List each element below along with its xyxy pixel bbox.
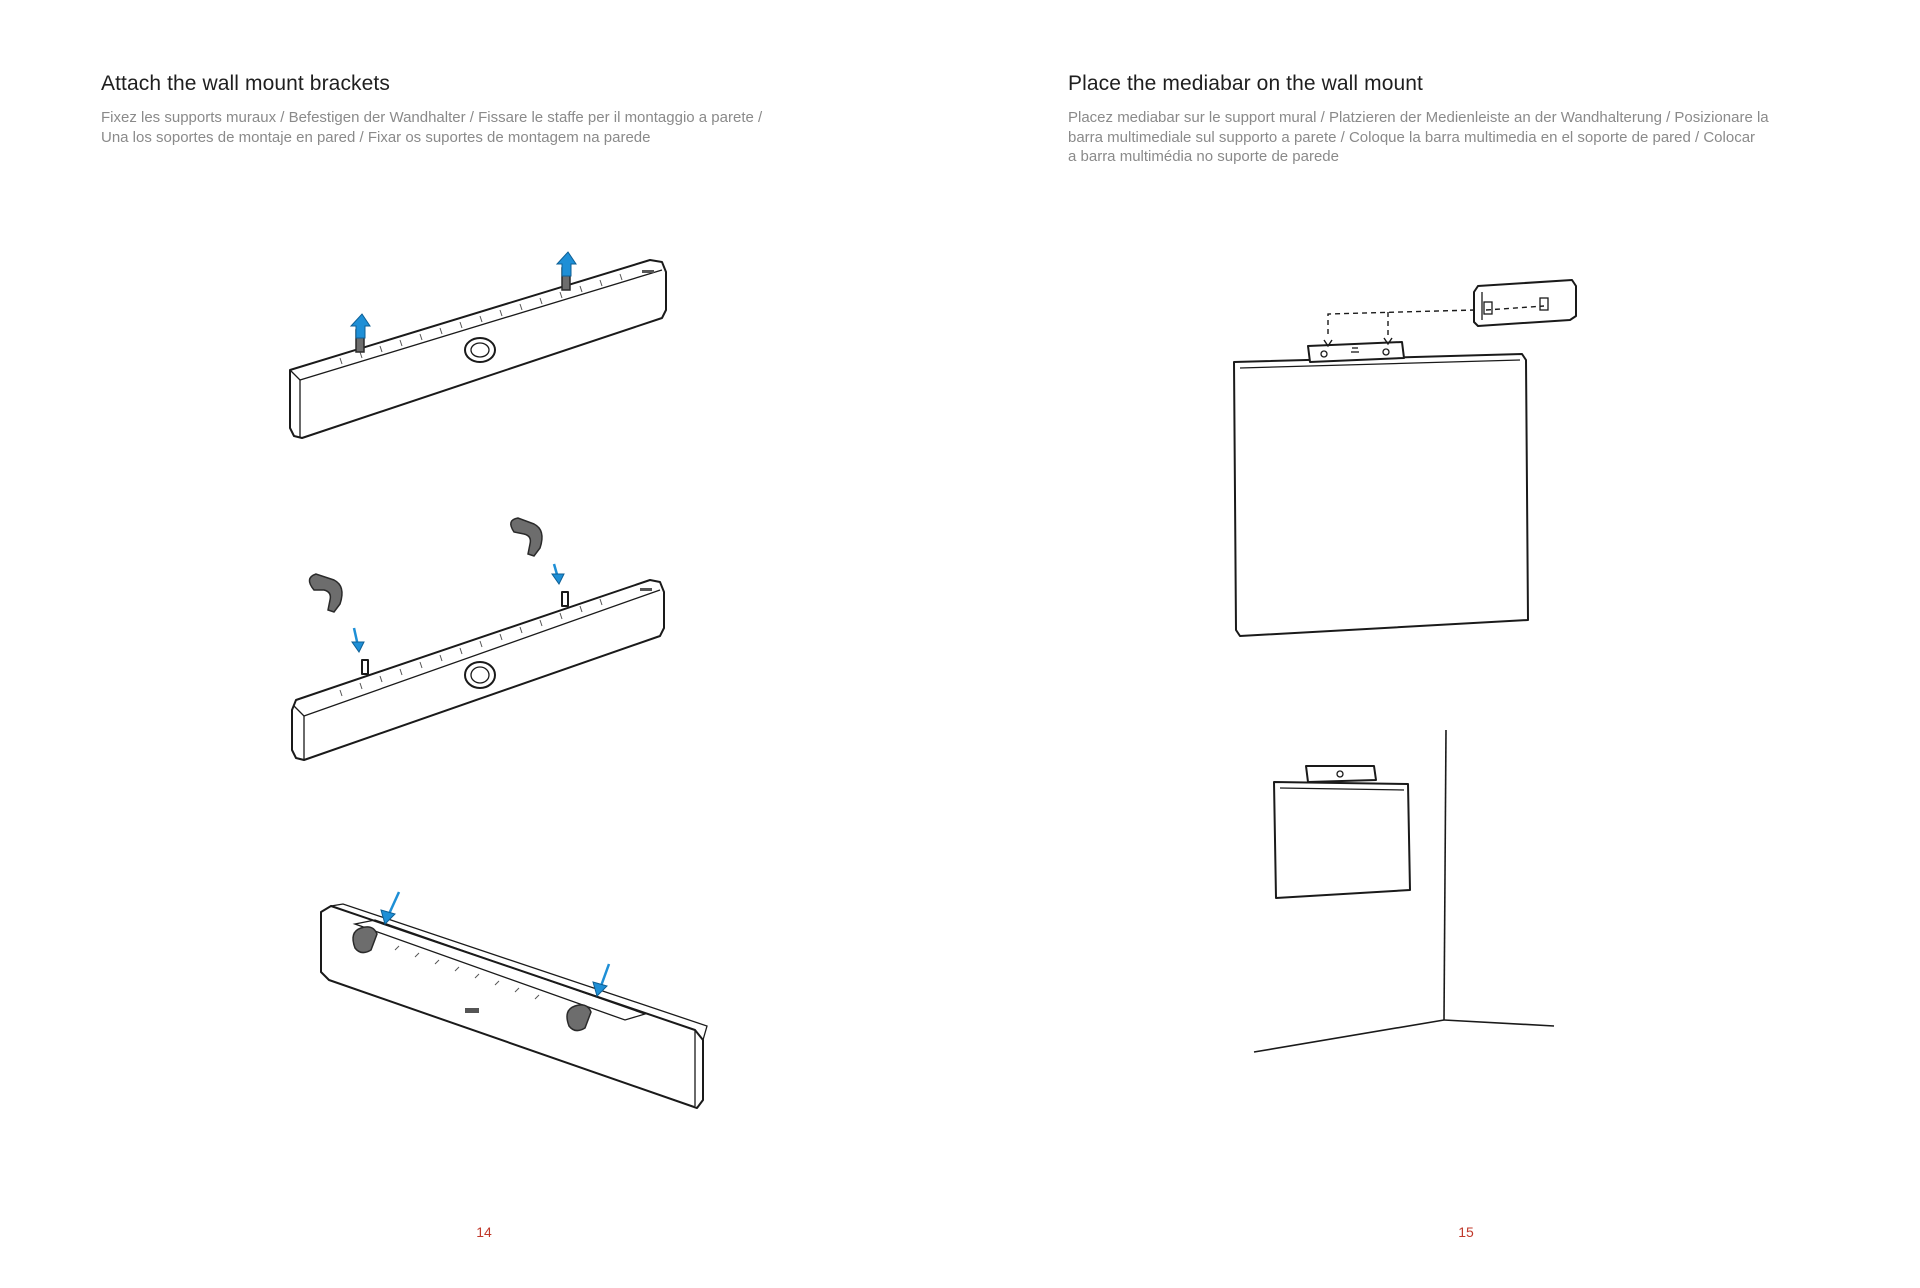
- mediabar-brackets-removal-illustration: [289, 251, 667, 439]
- left-subtext-line-2: Una los soportes de montaje en pared / F…: [101, 128, 651, 146]
- right-page-heading: Place the mediabar on the wall mount: [1068, 72, 1423, 95]
- left-page: Attach the wall mount brackets Fixez les…: [101, 72, 881, 1240]
- page-number-14: 14: [476, 1224, 492, 1240]
- left-page-translations: Fixez les supports muraux / Befestigen d…: [101, 108, 881, 147]
- right-subtext-line-2: barra multimediale sul supporto a parete…: [1068, 128, 1756, 146]
- room-installation-illustration: [1253, 729, 1555, 1053]
- right-page-translations: Placez mediabar sur le support mural / P…: [1068, 108, 1848, 167]
- mediabar-brackets-attached-illustration: [320, 891, 708, 1109]
- right-page: Place the mediabar on the wall mount Pla…: [960, 0, 1920, 1288]
- right-subtext-line-1: Placez mediabar sur le support mural / P…: [1068, 109, 1769, 126]
- mediabar-on-mount-illustration: [1233, 279, 1577, 637]
- left-subtext-line-1: Fixez les supports muraux / Befestigen d…: [101, 109, 763, 126]
- left-page-heading: Attach the wall mount brackets: [101, 72, 390, 95]
- right-subtext-line-3: a barra multimédia no suporte de parede: [1068, 148, 1339, 165]
- page-number-15: 15: [1458, 1224, 1474, 1240]
- mediabar-brackets-placement-illustration: [291, 517, 665, 761]
